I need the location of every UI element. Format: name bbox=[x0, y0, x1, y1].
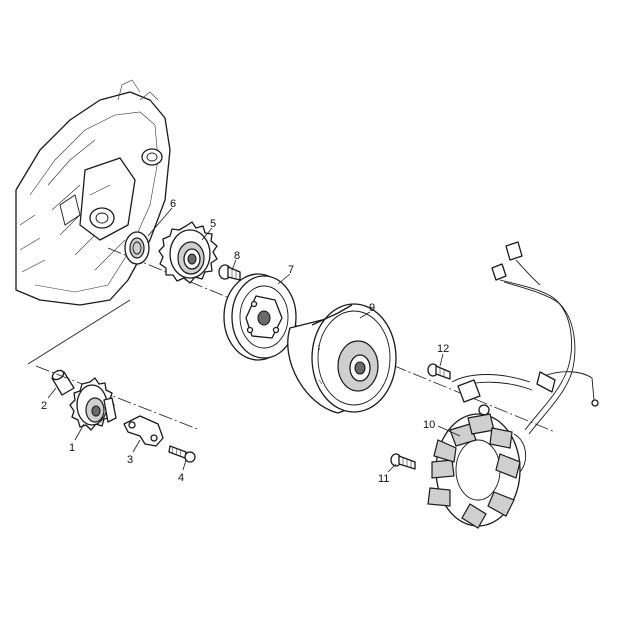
callout-1: 1 bbox=[69, 442, 75, 454]
callout-11: 11 bbox=[378, 473, 389, 485]
callout-9: 9 bbox=[369, 302, 375, 314]
part-12-screw bbox=[427, 363, 451, 380]
callout-10: 10 bbox=[423, 419, 435, 431]
idler-axis bbox=[35, 365, 201, 431]
wiring-harness bbox=[451, 241, 599, 435]
part-11-screw bbox=[390, 453, 416, 470]
callout-12: 12 bbox=[437, 343, 449, 355]
part-1-idler-gear bbox=[69, 377, 117, 431]
callout-6: 6 bbox=[170, 198, 176, 210]
callout-7: 7 bbox=[288, 264, 294, 276]
part-5-driven-gear bbox=[158, 221, 218, 284]
callout-8: 8 bbox=[234, 250, 240, 262]
part-7-starter-clutch bbox=[223, 273, 297, 361]
callout-2: 2 bbox=[41, 400, 47, 412]
crankshaft-axis bbox=[107, 247, 556, 433]
callout-5: 5 bbox=[210, 218, 216, 230]
part-3-bracket bbox=[123, 415, 164, 447]
callout-3: 3 bbox=[127, 454, 133, 466]
part-8-bolt bbox=[218, 264, 241, 281]
part-4-bolt bbox=[168, 445, 196, 463]
part-10-stator bbox=[427, 413, 527, 529]
engine-crankcase bbox=[15, 79, 171, 306]
callout-4: 4 bbox=[178, 472, 184, 484]
part-9-flywheel-rotor bbox=[287, 303, 397, 414]
part-2-dowel-pin bbox=[51, 369, 75, 396]
leader-lines bbox=[47, 207, 461, 473]
callout-labels: 1 2 3 4 5 6 7 8 9 10 11 12 bbox=[41, 198, 449, 485]
part-6-seal-ring bbox=[124, 231, 150, 265]
guide-line bbox=[27, 299, 131, 365]
